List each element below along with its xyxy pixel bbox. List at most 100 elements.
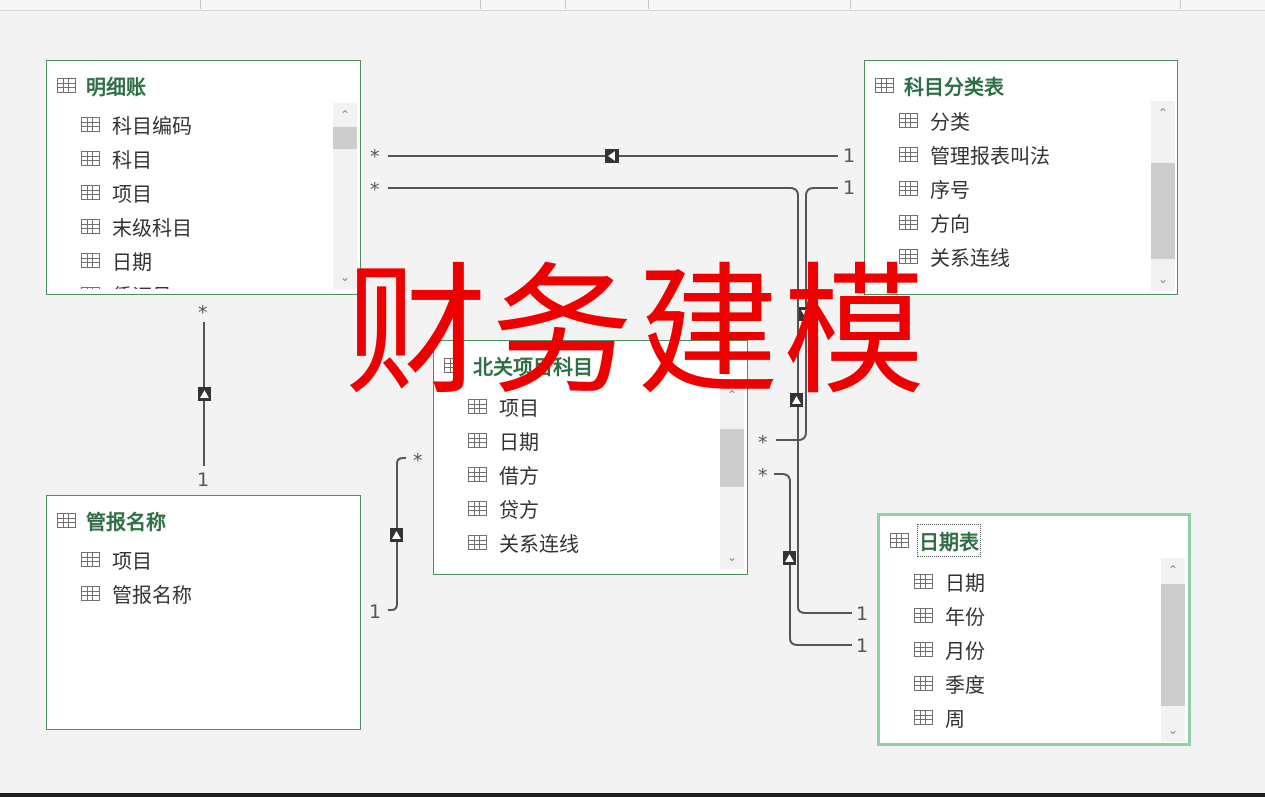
table-header[interactable]: 科目分类表	[875, 71, 1004, 100]
scroll-thumb[interactable]	[1151, 163, 1175, 259]
table-header[interactable]: 日期表	[890, 524, 981, 557]
table-card-riqi[interactable]: 日期表 日期 年份 月份 季度 周 ⌃ ⌄	[877, 513, 1191, 746]
cardinality-many: *	[370, 179, 380, 201]
field-item[interactable]: 科目	[81, 141, 334, 175]
field-item[interactable]: 日期	[914, 564, 1162, 598]
scrollbar[interactable]: ⌃ ⌄	[333, 103, 357, 289]
column-icon	[468, 534, 487, 550]
column-icon	[81, 286, 100, 289]
column-icon	[914, 675, 933, 691]
chevron-up-icon[interactable]: ⌃	[1167, 563, 1179, 577]
table-icon	[57, 78, 76, 93]
column-icon	[899, 112, 918, 128]
table-title: 明细账	[86, 75, 146, 99]
scroll-thumb[interactable]	[333, 127, 357, 149]
field-item[interactable]: 季度	[914, 666, 1162, 700]
field-item[interactable]: 贷方	[468, 491, 721, 525]
field-item[interactable]: 项目	[468, 559, 721, 569]
cardinality-one: 1	[197, 469, 210, 491]
column-icon	[914, 607, 933, 623]
bottom-border	[0, 793, 1265, 797]
cardinality-many: *	[370, 146, 380, 168]
column-icon	[468, 466, 487, 482]
field-item[interactable]: 项目	[81, 542, 334, 576]
cardinality-one: 1	[856, 603, 869, 625]
column-icon	[914, 641, 933, 657]
scroll-thumb[interactable]	[1161, 584, 1185, 706]
field-item[interactable]: 周	[914, 700, 1162, 734]
field-item[interactable]: 项目	[468, 389, 721, 423]
field-item[interactable]: 分类	[899, 103, 1151, 137]
table-title: 科目分类表	[904, 75, 1004, 99]
field-list: 分类 管理报表叫法 序号 方向 关系连线	[899, 103, 1151, 279]
column-icon	[81, 150, 100, 166]
ribbon-strip	[0, 0, 1265, 11]
field-list: 项目 日期 借方 贷方 关系连线 项目	[468, 389, 721, 569]
table-title: 日期表	[917, 524, 981, 557]
table-title: 北关项目科目	[473, 355, 593, 379]
column-icon	[81, 585, 100, 601]
field-item[interactable]: 项目	[81, 175, 334, 209]
field-list: 科目编码 科目 项目 末级科目 日期 凭证号	[81, 107, 334, 289]
table-title: 管报名称	[86, 510, 166, 534]
field-item[interactable]: 管报名称	[81, 576, 334, 610]
chevron-down-icon[interactable]: ⌄	[726, 550, 738, 564]
cardinality-many: *	[758, 465, 768, 487]
table-card-mingxizhang[interactable]: 明细账 科目编码 科目 项目 末级科目 日期 凭证号 ⌃ ⌄	[46, 60, 361, 295]
table-icon	[875, 78, 894, 93]
field-item[interactable]: 日期	[468, 423, 721, 457]
scrollbar[interactable]: ⌃ ⌄	[1161, 558, 1185, 742]
chevron-up-icon[interactable]: ⌃	[339, 108, 351, 122]
field-item[interactable]: 日期	[81, 243, 334, 277]
column-icon	[468, 500, 487, 516]
table-card-guanbao[interactable]: 管报名称 项目 管报名称	[46, 495, 361, 730]
scrollbar[interactable]: ⌃ ⌄	[720, 383, 744, 569]
table-header[interactable]: 明细账	[57, 71, 146, 100]
cardinality-one: 1	[369, 601, 382, 623]
field-item[interactable]: 年份	[914, 598, 1162, 632]
column-icon	[914, 709, 933, 725]
field-list: 项目 管报名称	[81, 542, 334, 622]
table-icon	[57, 513, 76, 528]
field-item[interactable]: 序号	[899, 171, 1151, 205]
watermark-overlay: 财务建模	[345, 250, 929, 415]
table-card-beiguan[interactable]: 北关项目科目 项目 日期 借方 贷方 关系连线 项目 ⌃ ⌄	[433, 340, 748, 575]
field-item[interactable]: 关系连线	[899, 239, 1151, 273]
chevron-down-icon[interactable]: ⌄	[1167, 723, 1179, 737]
chevron-down-icon[interactable]: ⌄	[339, 270, 351, 284]
column-icon	[468, 398, 487, 414]
table-header[interactable]: 北关项目科目	[444, 351, 593, 380]
cardinality-one: 1	[843, 145, 856, 167]
field-item[interactable]: 管理报表叫法	[899, 137, 1151, 171]
scrollbar[interactable]: ⌃ ⌄	[1151, 101, 1175, 291]
field-item[interactable]: 月份	[914, 632, 1162, 666]
table-card-kemufenlei[interactable]: 科目分类表 分类 管理报表叫法 序号 方向 关系连线 ⌃ ⌄	[864, 60, 1178, 295]
scroll-thumb[interactable]	[720, 429, 744, 487]
column-icon	[81, 218, 100, 234]
table-icon	[444, 358, 463, 373]
column-icon	[899, 214, 918, 230]
column-icon	[914, 573, 933, 589]
column-icon	[468, 568, 487, 569]
chevron-up-icon[interactable]: ⌃	[726, 388, 738, 402]
table-header[interactable]: 管报名称	[57, 506, 166, 535]
field-item[interactable]: 借方	[468, 457, 721, 491]
column-icon	[81, 252, 100, 268]
field-item[interactable]: 方向	[899, 205, 1151, 239]
table-icon	[890, 533, 909, 548]
field-item[interactable]: 关系连线	[468, 525, 721, 559]
field-list: 日期 年份 月份 季度 周	[914, 564, 1162, 740]
cardinality-many: *	[198, 302, 208, 324]
field-item[interactable]: 末级科目	[81, 209, 334, 243]
cardinality-one: 1	[856, 635, 869, 657]
column-icon	[899, 146, 918, 162]
column-icon	[468, 432, 487, 448]
column-icon	[81, 116, 100, 132]
chevron-up-icon[interactable]: ⌃	[1157, 106, 1169, 120]
field-item[interactable]: 凭证号	[81, 277, 334, 289]
cardinality-one: 1	[843, 177, 856, 199]
field-item[interactable]: 科目编码	[81, 107, 334, 141]
column-icon	[81, 184, 100, 200]
chevron-down-icon[interactable]: ⌄	[1157, 272, 1169, 286]
